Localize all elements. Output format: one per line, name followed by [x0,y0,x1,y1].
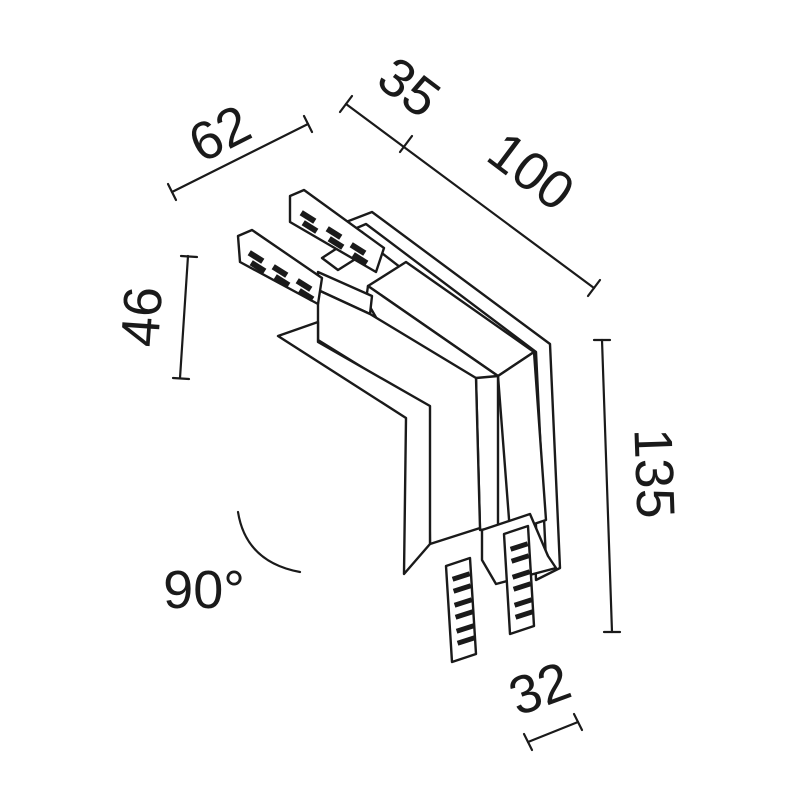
dimension-62: 62 [166,94,314,202]
dimension-46: 46 [110,254,199,381]
dimension-46-label: 46 [110,285,174,349]
pin-strip-bottom-right [502,524,536,636]
angle-annotation: 90° [163,510,302,620]
dimension-135: 135 [592,338,686,634]
dimension-32: 32 [501,651,584,752]
dimension-100-label: 100 [477,121,585,223]
dimension-135-label: 135 [622,427,685,519]
pin-strip-bottom-left [444,556,478,664]
angle-label: 90° [163,560,245,620]
dimension-35-label: 35 [367,46,451,130]
dimension-62-label: 62 [179,94,260,175]
connector-body [276,210,562,586]
pin-strip-lower [236,228,324,306]
dimension-32-label: 32 [501,651,578,728]
pin-strip-upper [288,188,386,274]
